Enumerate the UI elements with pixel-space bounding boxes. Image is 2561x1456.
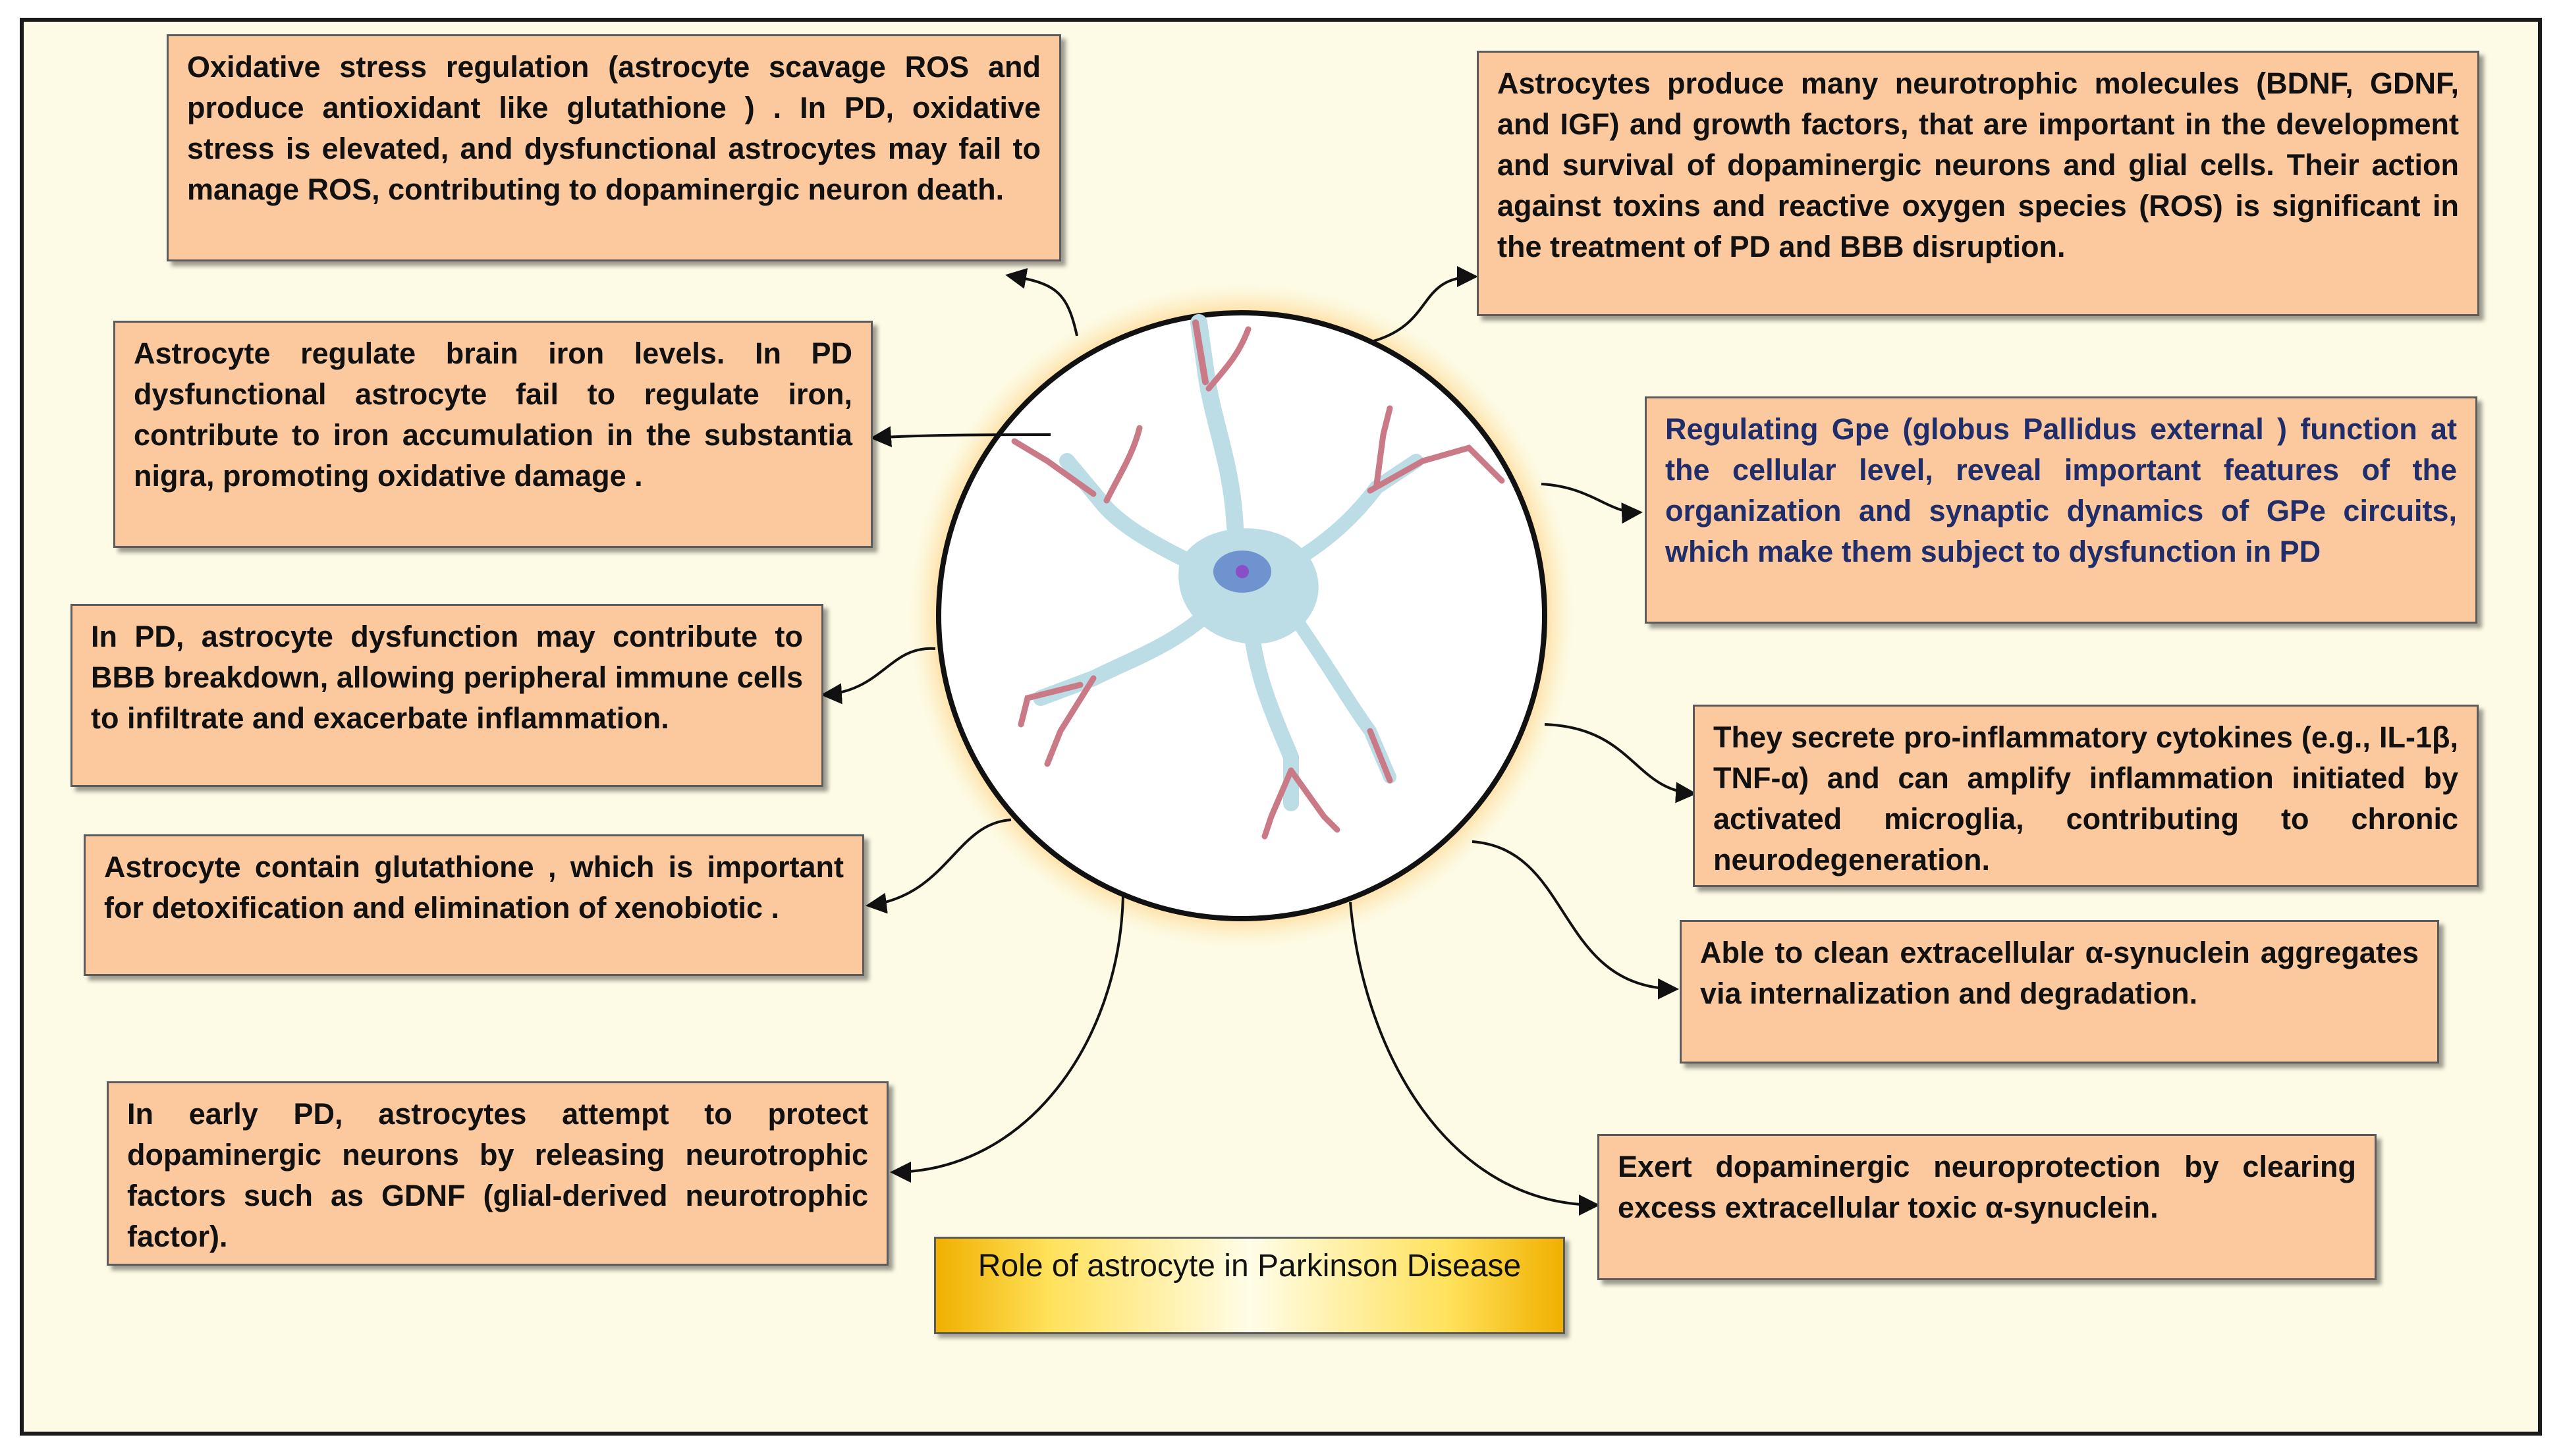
arrow-to-glutathione: [866, 819, 1012, 914]
box-neuroprotection: Exert dopaminergic neuroprotection by cl…: [1597, 1134, 2377, 1280]
arrow-to-gpe: [1541, 483, 1643, 524]
arrow-to-neuroprotection: [1349, 902, 1600, 1216]
arrow-to-early-pd: [890, 895, 1124, 1183]
box-bbb-breakdown: In PD, astrocyte dysfunction may contrib…: [70, 604, 823, 787]
box-early-pd: In early PD, astrocytes attempt to prote…: [107, 1081, 889, 1266]
astrocyte-processes: [1011, 314, 1505, 840]
astrocyte-body: [1178, 528, 1319, 644]
box-neurotrophic: Astrocytes produce many neurotrophic mol…: [1477, 51, 2479, 316]
box-cytokines: They secrete pro-inflammatory cytokines …: [1693, 705, 2479, 887]
box-gpe: Regulating Gpe (globus Pallidus external…: [1645, 396, 2477, 624]
box-synuclein-clean: Able to clean extracellular α-synuclein …: [1680, 920, 2439, 1064]
box-glutathione: Astrocyte contain glutathione , which is…: [84, 834, 864, 976]
diagram-title: Role of astrocyte in Parkinson Disease: [934, 1237, 1565, 1334]
box-iron-regulation: Astrocyte regulate brain iron levels. In…: [113, 321, 873, 548]
arrow-to-cytokines: [1544, 723, 1697, 803]
arrow-to-bbb-breakdown: [821, 647, 936, 705]
connector-arrows: [821, 266, 1697, 1216]
arrow-to-synuclein-clean: [1472, 840, 1679, 1000]
arrow-to-neurotrophic: [1373, 266, 1478, 342]
box-oxidative-stress: Oxidative stress regulation (astrocyte s…: [167, 34, 1061, 261]
arrow-to-oxidative-stress: [1005, 267, 1078, 337]
arrow-to-iron-regulation: [870, 426, 1051, 448]
